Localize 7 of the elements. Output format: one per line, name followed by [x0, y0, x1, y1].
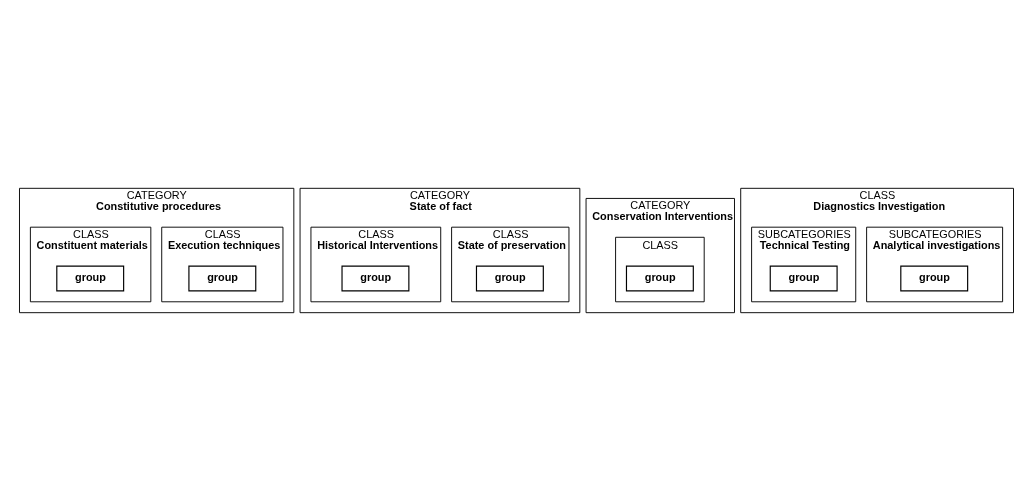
node-box: group: [625, 265, 694, 292]
node-box: group: [341, 265, 410, 292]
node-box: group: [56, 265, 125, 292]
node-box: group: [769, 265, 838, 292]
node-box: group: [188, 265, 257, 292]
node-box: group: [900, 265, 969, 292]
node-box: group: [475, 265, 544, 292]
